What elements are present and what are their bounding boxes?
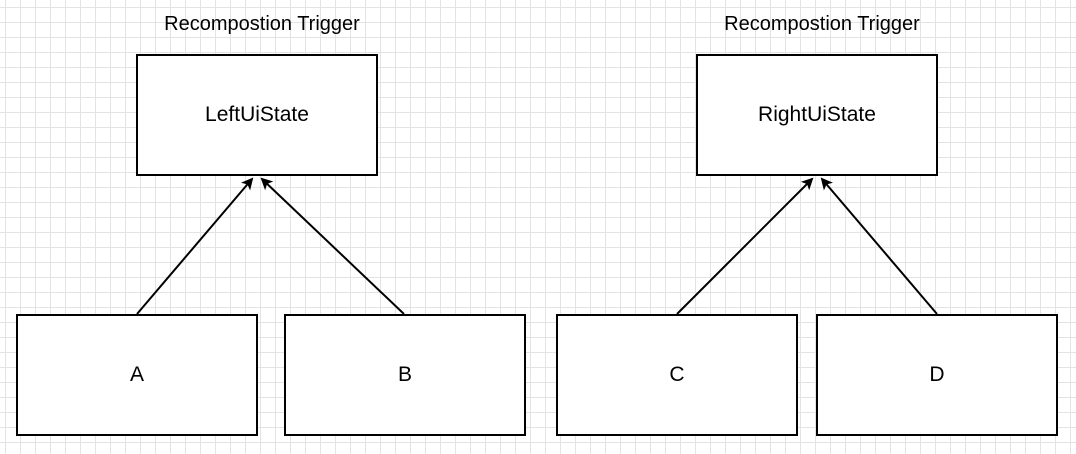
node-c-box[interactable]: C	[556, 314, 798, 436]
arrow-b-to-left-ui-state	[260, 177, 405, 315]
node-a-box[interactable]: A	[16, 314, 258, 436]
node-d-label: D	[929, 363, 945, 386]
right-ui-state-label: RightUiState	[758, 103, 876, 126]
right-ui-state-box[interactable]: RightUiState	[696, 54, 938, 176]
left-ui-state-label: LeftUiState	[205, 103, 309, 126]
arrow-a-to-left-ui-state	[136, 177, 254, 315]
right-recomposition-trigger-label: Recompostion Trigger	[724, 13, 920, 35]
left-ui-state-box[interactable]: LeftUiState	[136, 54, 378, 176]
node-d-box[interactable]: D	[816, 314, 1058, 436]
node-a-label: A	[129, 363, 144, 386]
node-c-label: C	[669, 363, 685, 386]
left-recomposition-trigger-label: Recompostion Trigger	[164, 13, 360, 35]
node-b-box[interactable]: B	[284, 314, 526, 436]
arrow-c-to-right-ui-state	[676, 177, 814, 315]
arrow-d-to-right-ui-state	[820, 177, 938, 315]
node-b-label: B	[397, 363, 412, 386]
